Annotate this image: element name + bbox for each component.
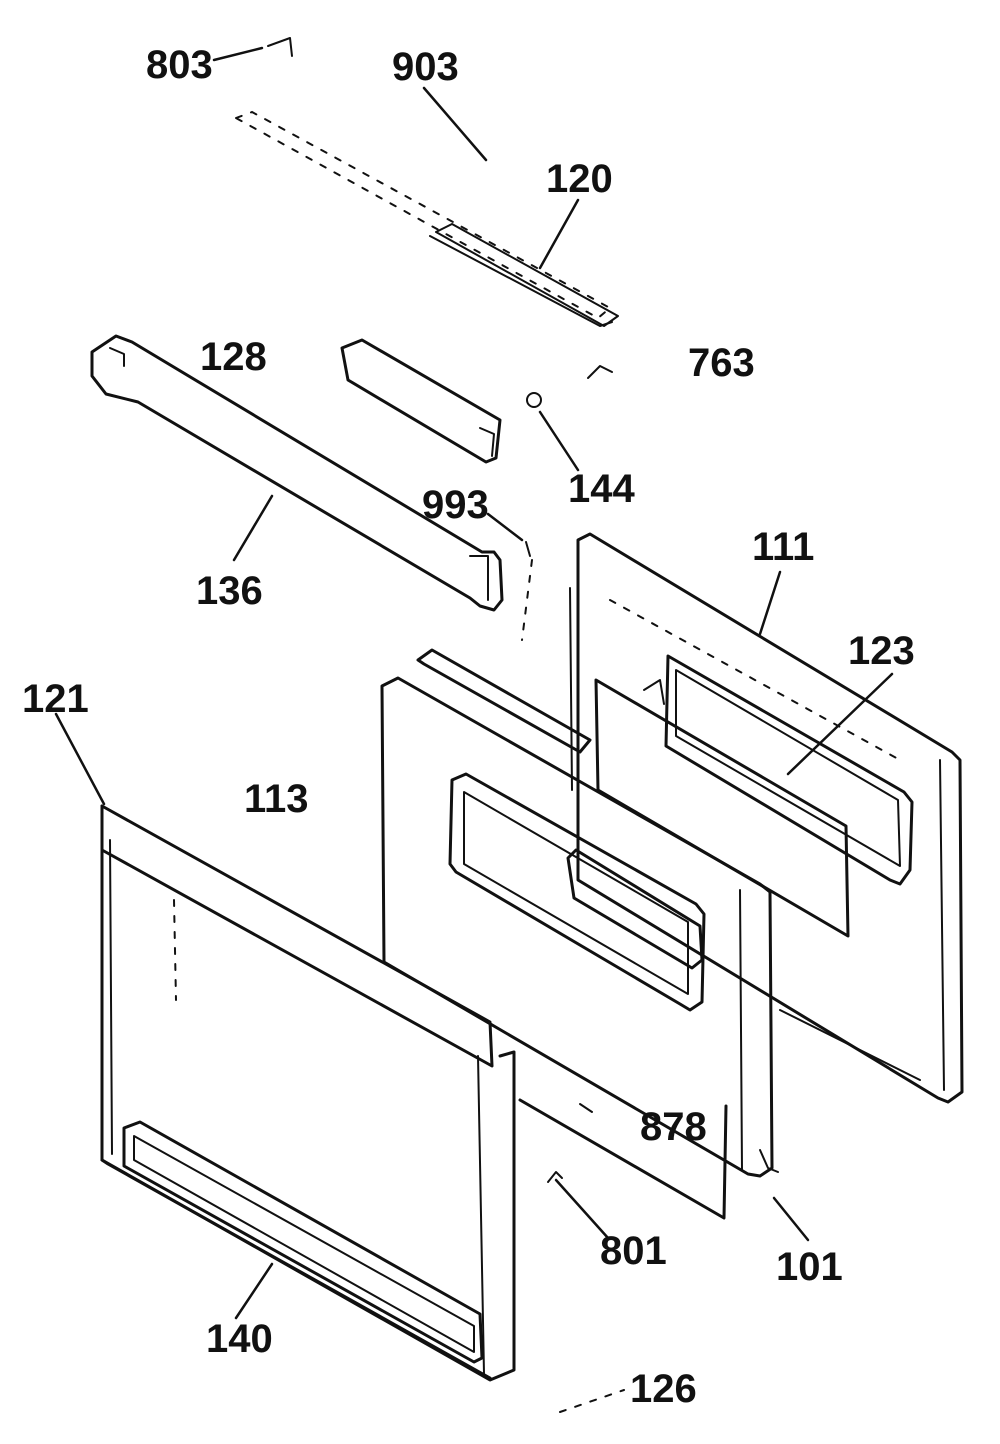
part-803-screw: [267, 37, 293, 57]
callout-144: 144: [568, 467, 635, 511]
leader-993: [486, 512, 524, 542]
part-123-gasket: [664, 654, 914, 886]
callout-101: 101: [776, 1245, 843, 1289]
leader-803: [212, 46, 264, 62]
leader-140: [234, 1262, 274, 1320]
callout-113: 113: [244, 777, 309, 821]
part-144-screw: [526, 392, 542, 408]
callout-140: 140: [206, 1317, 273, 1361]
callout-136: 136: [196, 569, 263, 613]
leader-903: [422, 86, 488, 162]
callout-801: 801: [600, 1229, 667, 1273]
callout-128: 128: [200, 335, 267, 379]
leader-lines: [54, 46, 894, 1320]
leader-123: [786, 672, 894, 776]
part-111-rear-panel: [569, 532, 964, 1104]
part-993-screw: [521, 541, 533, 641]
callout-120: 120: [546, 157, 613, 201]
part-top-bracket: [233, 110, 619, 327]
leader-101: [772, 1196, 810, 1242]
part-763-screw: [587, 365, 613, 379]
part-121-outer-panel: [100, 804, 516, 1382]
part-136-handle: [90, 334, 504, 612]
callout-803: 803: [146, 43, 213, 87]
part-inner-glass: [594, 678, 850, 938]
part-120-channel: [429, 235, 613, 327]
callout-993: 993: [422, 483, 489, 527]
callout-121: 121: [22, 677, 89, 721]
leader-121: [54, 712, 106, 806]
part-801-screw: [547, 1171, 563, 1183]
part-113-door-frame: [380, 648, 774, 1178]
part-101-side-trim: [759, 1149, 779, 1173]
callout-903: 903: [392, 45, 459, 89]
leader-136: [232, 494, 274, 562]
callout-878: 878: [640, 1105, 707, 1149]
leader-144: [538, 410, 580, 472]
leader-111: [758, 570, 782, 636]
callout-123: 123: [848, 629, 915, 673]
part-126-screw: [559, 1389, 625, 1413]
leader-120: [538, 198, 580, 270]
leader-801: [554, 1178, 610, 1240]
callout-763: 763: [688, 341, 755, 385]
callout-126: 126: [630, 1367, 697, 1411]
part-878-glass: [518, 1098, 728, 1220]
callout-111: 111: [752, 525, 814, 569]
part-128-bracket: [340, 338, 502, 464]
